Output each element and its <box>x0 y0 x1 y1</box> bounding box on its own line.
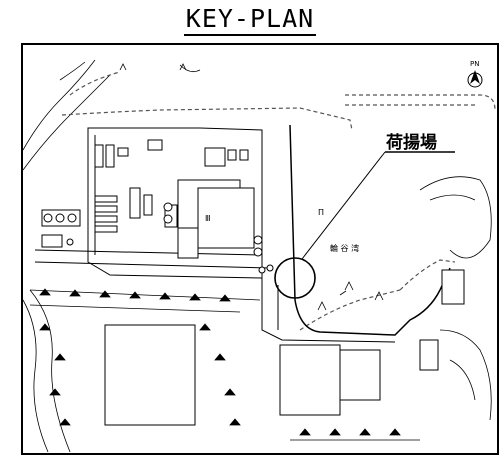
bay-symbols <box>119 63 384 311</box>
unloading-area-marker <box>274 257 316 299</box>
north-label: PN <box>470 60 479 68</box>
north-arrow-icon <box>467 70 483 88</box>
small-mark: Π <box>318 208 324 217</box>
key-plan-title: KEY-PLAN <box>0 4 500 36</box>
contour-lines <box>22 59 492 453</box>
map-frame <box>21 43 499 455</box>
key-plan-title-text: KEY-PLAN <box>183 4 317 36</box>
bay-label: 輪 谷 湾 <box>330 243 359 253</box>
building-mark: Ⅲ <box>205 214 211 223</box>
callout-leader-line <box>301 151 386 260</box>
dashed-road-outline <box>61 71 496 331</box>
slope-hatching <box>29 288 420 441</box>
shoreline <box>289 124 451 336</box>
callout-label: 荷揚場 <box>386 132 437 153</box>
storage-tanks <box>43 202 274 274</box>
buildings <box>41 139 465 426</box>
site-roads <box>34 127 396 343</box>
